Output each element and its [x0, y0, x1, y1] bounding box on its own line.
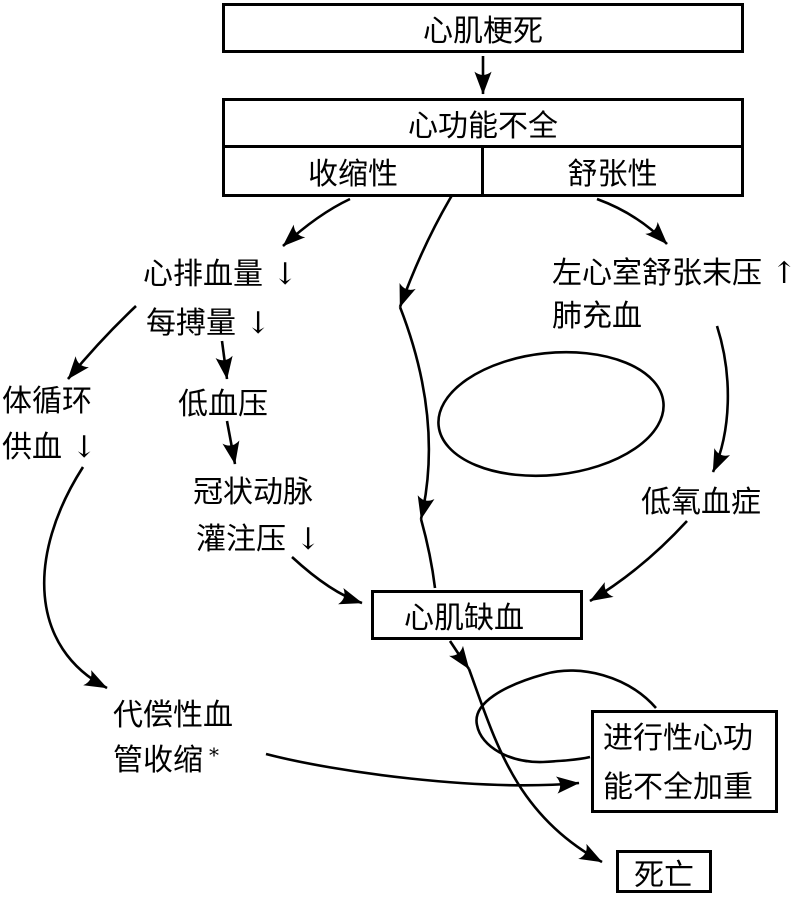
- label-cardiac-output-down: 心排血量 ↓: [143, 257, 298, 292]
- label-systemic-circulation-line1: 体循环: [2, 384, 92, 419]
- node-cardiac-insufficiency-table: 心功能不全 收缩性 舒张性: [222, 98, 744, 197]
- node-myocardial-ischemia-label: 心肌缺血: [404, 601, 524, 636]
- label-pulmonary-congestion: 肺充血: [552, 299, 642, 334]
- label-hypotension: 低血压: [178, 387, 268, 422]
- label-lv-end-diastolic-pressure-up: 左心室舒张末压 ↑: [552, 256, 797, 291]
- label-hypoxemia: 低氧血症: [641, 485, 761, 520]
- label-systemic-circulation-line2: 供血 ↓: [2, 430, 97, 465]
- arrow-insufficiency-curve-segment-2: [398, 306, 435, 520]
- vicious-circle-loop-upper: [437, 350, 665, 478]
- arrow-hypoxemia-to-ischemia: [589, 520, 688, 603]
- arrow-cardiac-output-to-systemic: [66, 305, 137, 380]
- label-compensatory-vasoconstriction-line2: 管收缩*: [113, 744, 219, 777]
- arrow-vasoconstriction-to-progressive: [265, 752, 580, 794]
- node-progressive-worsening-line2: 能不全加重: [603, 770, 753, 805]
- label-compensatory-vasoconstriction-line1: 代偿性血: [113, 698, 233, 733]
- label-vasoconstriction-text: 管收缩: [113, 743, 203, 778]
- footnote-asterisk: *: [209, 743, 219, 767]
- node-myocardial-infarction-label: 心肌梗死: [423, 14, 543, 49]
- node-diastolic-label: 舒张性: [567, 157, 658, 192]
- node-progressive-worsening-line1: 进行性心功: [603, 721, 753, 756]
- insufficiency-subtypes-row: 收缩性 舒张性: [225, 148, 741, 194]
- arrow-diastolic-to-lvedp: [596, 197, 668, 245]
- label-coronary-artery-line1: 冠状动脉: [193, 475, 313, 510]
- arrow-ischemia-to-death: [467, 668, 603, 864]
- arrow-stroke-volume-to-hypotension: [215, 340, 233, 380]
- arrow-ischemia-down-segment-1: [448, 640, 471, 670]
- node-systolic-label: 收缩性: [308, 157, 398, 192]
- vicious-circle-loop-lower: [475, 669, 657, 764]
- node-myocardial-ischemia: 心肌缺血: [371, 590, 583, 640]
- label-stroke-volume-down: 每搏量 ↓: [146, 306, 271, 341]
- node-death: 死亡: [616, 850, 712, 893]
- node-systolic: 收缩性: [225, 148, 484, 194]
- node-progressive-worsening: 进行性心功 能不全加重: [591, 710, 778, 813]
- arrow-congestion-to-hypoxemia: [711, 325, 730, 473]
- node-cardiac-insufficiency: 心功能不全: [225, 101, 741, 148]
- node-myocardial-infarction: 心肌梗死: [222, 3, 744, 53]
- arrow-systolic-to-cardiac-output: [282, 197, 351, 247]
- arrow-systemic-to-vasoconstriction: [43, 466, 108, 690]
- arrow-hypotension-to-coronary: [222, 420, 240, 465]
- node-death-label: 死亡: [634, 857, 694, 893]
- label-coronary-perfusion-line2: 灌注压 ↓: [196, 522, 321, 557]
- node-diastolic: 舒张性: [484, 148, 741, 194]
- node-cardiac-insufficiency-label: 心功能不全: [408, 109, 558, 144]
- arrow-insufficiency-curve-segment-3: [419, 518, 437, 589]
- arrow-coronary-to-ischemia: [291, 556, 363, 605]
